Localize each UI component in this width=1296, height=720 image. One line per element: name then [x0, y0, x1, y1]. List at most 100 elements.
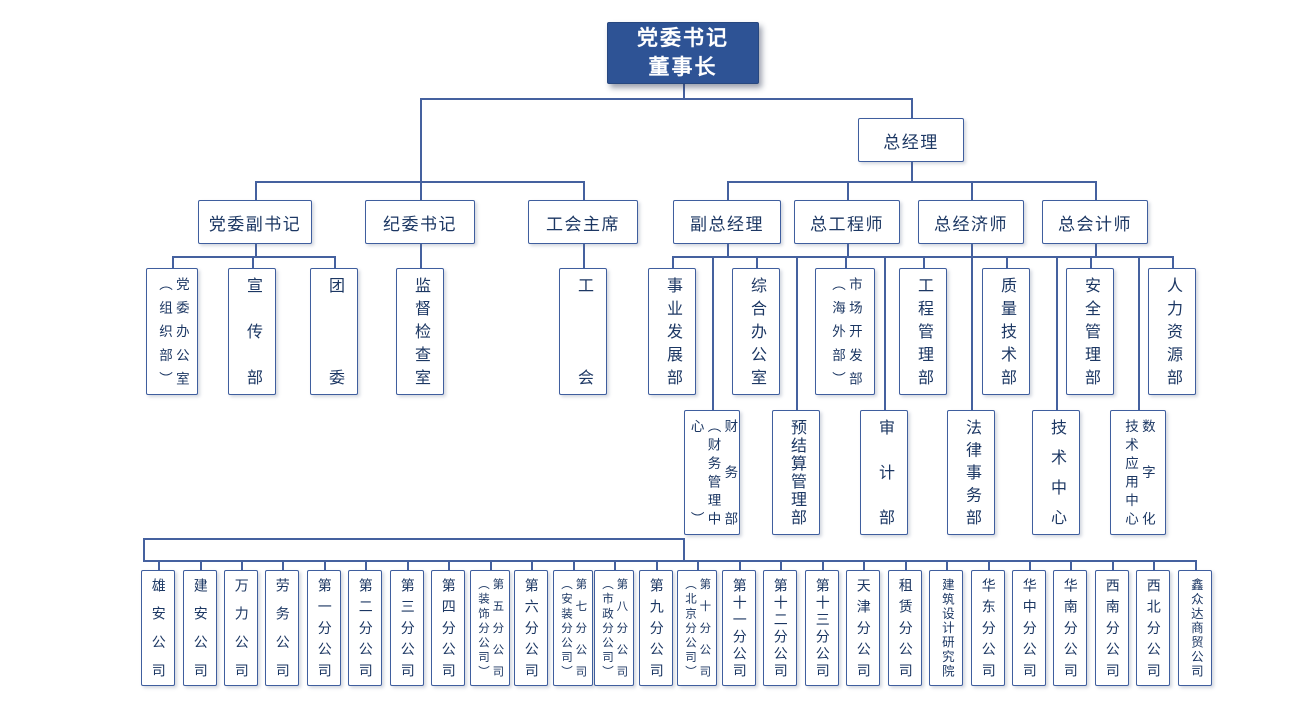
connector: [756, 256, 758, 268]
connector: [988, 560, 990, 570]
org-node-labor-union: 工会: [559, 268, 607, 395]
company-box: 第九分公司: [639, 570, 673, 686]
connector: [255, 181, 257, 200]
node-label: 第十二分公司: [772, 578, 789, 678]
connector: [1195, 560, 1197, 570]
connector: [845, 256, 847, 268]
node-label: 租赁分公司: [897, 578, 914, 678]
company-box: 西南分公司: [1095, 570, 1129, 686]
connector: [884, 256, 886, 410]
org-node-quality-technology-dept: 质量技术部: [982, 268, 1030, 395]
node-label: 综合办公室: [748, 277, 765, 386]
node-label: 西北分公司: [1145, 578, 1162, 678]
connector: [252, 256, 254, 268]
company-box: 西北分公司: [1136, 570, 1170, 686]
company-box: 建安公司: [183, 570, 217, 686]
connector: [1029, 560, 1031, 570]
connector: [407, 560, 409, 570]
node-label: 西南分公司: [1104, 578, 1121, 678]
org-node-general-office: 综合办公室: [732, 268, 780, 395]
org-node-market-development-dept: 市场开发部 （海外部）: [815, 268, 875, 395]
org-node-general-manager: 总经理: [858, 118, 964, 162]
node-label: 总经理: [883, 132, 939, 152]
org-node-chief-economist: 总经济师: [918, 200, 1024, 244]
node-label: 工程管理部: [915, 277, 932, 386]
company-box: 第五分公司 （装饰分公司）: [470, 570, 510, 686]
org-node-youth-league: 团委: [310, 268, 358, 395]
connector: [911, 162, 913, 182]
node-label: 副总经理: [690, 214, 764, 234]
connector: [158, 560, 160, 570]
node-label: 团委: [326, 277, 343, 386]
node-label: 工会: [575, 277, 592, 386]
connector: [847, 244, 849, 257]
connector: [143, 538, 145, 561]
node-label: 第十三分公司: [814, 578, 831, 678]
connector: [531, 560, 533, 570]
node-label: 第八分公司 （市政分公司）: [601, 578, 628, 678]
connector: [847, 181, 849, 200]
node-label: 总会计师: [1058, 214, 1132, 234]
connector: [656, 560, 658, 570]
connector: [1172, 256, 1174, 268]
company-box: 第十二分公司: [763, 570, 797, 686]
connector: [796, 256, 798, 410]
connector: [324, 560, 326, 570]
node-label: 第六分公司: [523, 578, 540, 678]
org-node-technology-center: 技术中心: [1032, 410, 1080, 535]
connector: [946, 560, 948, 570]
connector: [614, 560, 616, 570]
node-label: 预结算管理部: [788, 419, 805, 526]
connector: [1070, 560, 1072, 570]
node-label: 法律事务部: [963, 419, 980, 526]
company-box: 鑫众达商贸公司: [1178, 570, 1212, 686]
node-label: 纪委书记: [383, 214, 457, 234]
company-box: 第十分公司 （北京分公司）: [677, 570, 717, 686]
connector: [143, 560, 1196, 562]
company-box: 万力公司: [224, 570, 258, 686]
node-label: 雄安公司: [150, 578, 167, 678]
connector: [727, 181, 729, 200]
node-label: 总经济师: [934, 214, 1008, 234]
connector: [420, 98, 912, 100]
connector: [739, 560, 741, 570]
node-label: 华南分公司: [1062, 578, 1079, 678]
node-label: 监督检查室: [412, 277, 429, 386]
node-label: 工会主席: [546, 214, 620, 234]
org-node-union-chairman: 工会主席: [528, 200, 638, 244]
node-label: 华东分公司: [980, 578, 997, 678]
node-label: 鑫众达商贸公司: [1188, 578, 1203, 678]
org-node-legal-affairs-dept: 法律事务部: [947, 410, 995, 535]
node-label: 市场开发部 （海外部）: [830, 277, 862, 386]
company-box: 雄安公司: [141, 570, 175, 686]
connector: [1090, 256, 1092, 268]
org-node-party-office: 党委办公室 （组织部）: [146, 268, 198, 395]
connector: [583, 244, 585, 268]
connector: [1056, 256, 1058, 410]
org-node-discipline-secretary: 纪委书记: [365, 200, 475, 244]
connector: [255, 244, 257, 257]
org-node-business-development-dept: 事业发展部: [648, 268, 696, 395]
company-box: 建筑设计研究院: [929, 570, 963, 686]
org-node-deputy-party-secretary: 党委副书记: [198, 200, 312, 244]
company-box: 第四分公司: [431, 570, 465, 686]
org-node-audit-dept: 审计部: [860, 410, 908, 535]
node-label: 第五分公司 （装饰分公司）: [477, 578, 504, 678]
connector: [490, 560, 492, 570]
org-node-digital-technology-center: 数字化 技术应用中心: [1110, 410, 1166, 535]
node-label: 数字化 技术应用中心: [1123, 419, 1155, 526]
connector: [143, 538, 684, 540]
connector: [583, 181, 585, 200]
company-box: 第三分公司: [390, 570, 424, 686]
connector: [683, 84, 685, 99]
company-box: 第六分公司: [514, 570, 548, 686]
node-label: 财务部 （财务管理中心）: [688, 419, 738, 526]
org-node-engineering-management-dept: 工程管理部: [899, 268, 947, 395]
org-node-publicity-dept: 宣传部: [228, 268, 276, 395]
node-label: 第一分公司: [316, 578, 333, 678]
connector: [727, 181, 1096, 183]
node-label: 建筑设计研究院: [939, 578, 954, 678]
org-node-human-resources-dept: 人力资源部: [1148, 268, 1196, 395]
connector: [420, 98, 422, 200]
